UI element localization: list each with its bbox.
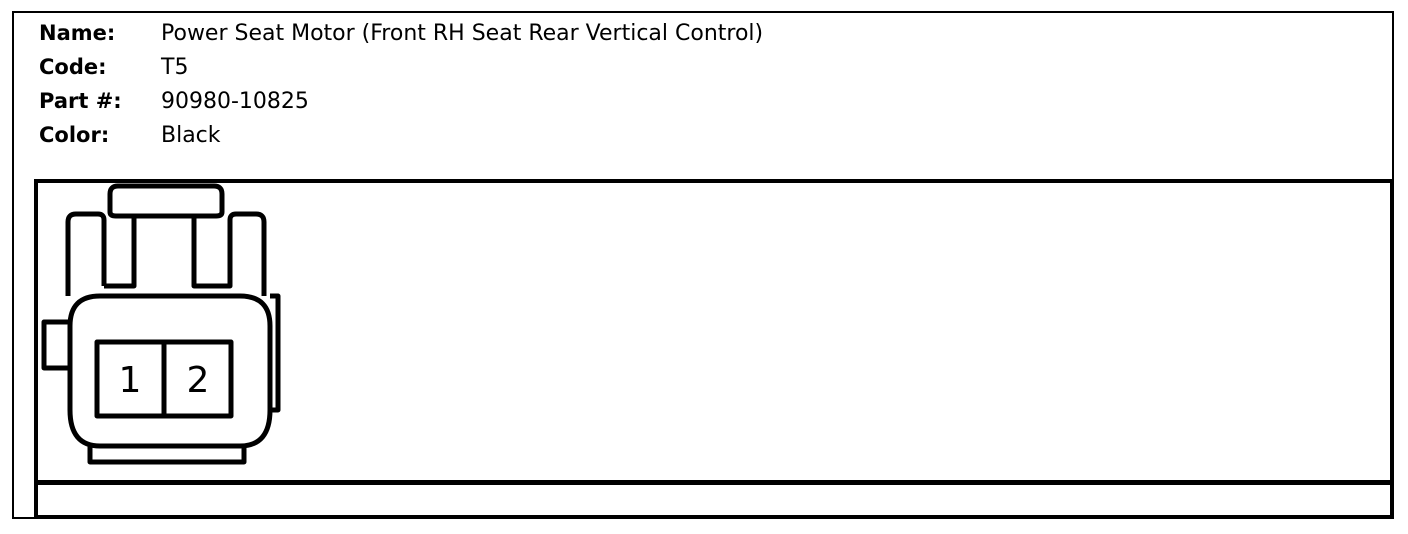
name-row: Name: Power Seat Motor (Front RH Seat Rea… — [39, 18, 763, 48]
code-value: T5 — [161, 55, 189, 80]
connector-right-post — [191, 211, 267, 296]
color-value: Black — [161, 123, 221, 148]
name-value: Power Seat Motor (Front RH Seat Rear Ver… — [161, 21, 764, 46]
part-number-label: Part #: — [39, 89, 122, 113]
color-label: Color: — [39, 123, 110, 147]
connector-housing — [67, 293, 273, 449]
part-number-row: Part #: 90980-10825 — [39, 86, 309, 116]
pin-cavity-2 — [161, 339, 234, 419]
connector-latch-tab — [107, 183, 225, 219]
code-row: Code: T5 — [39, 52, 188, 82]
connector-left-post — [65, 211, 107, 296]
name-label: Name: — [39, 21, 116, 45]
color-row: Color: Black — [39, 120, 221, 150]
connector-diagram-box — [34, 179, 1394, 519]
pin-label: 1 — [119, 360, 142, 401]
connector-base — [87, 446, 247, 465]
connector-side-lock — [41, 319, 68, 371]
footer-divider — [34, 480, 1394, 485]
part-number-value: 90980-10825 — [161, 89, 309, 114]
code-label: Code: — [39, 55, 107, 79]
pin-label: 2 — [187, 360, 210, 401]
